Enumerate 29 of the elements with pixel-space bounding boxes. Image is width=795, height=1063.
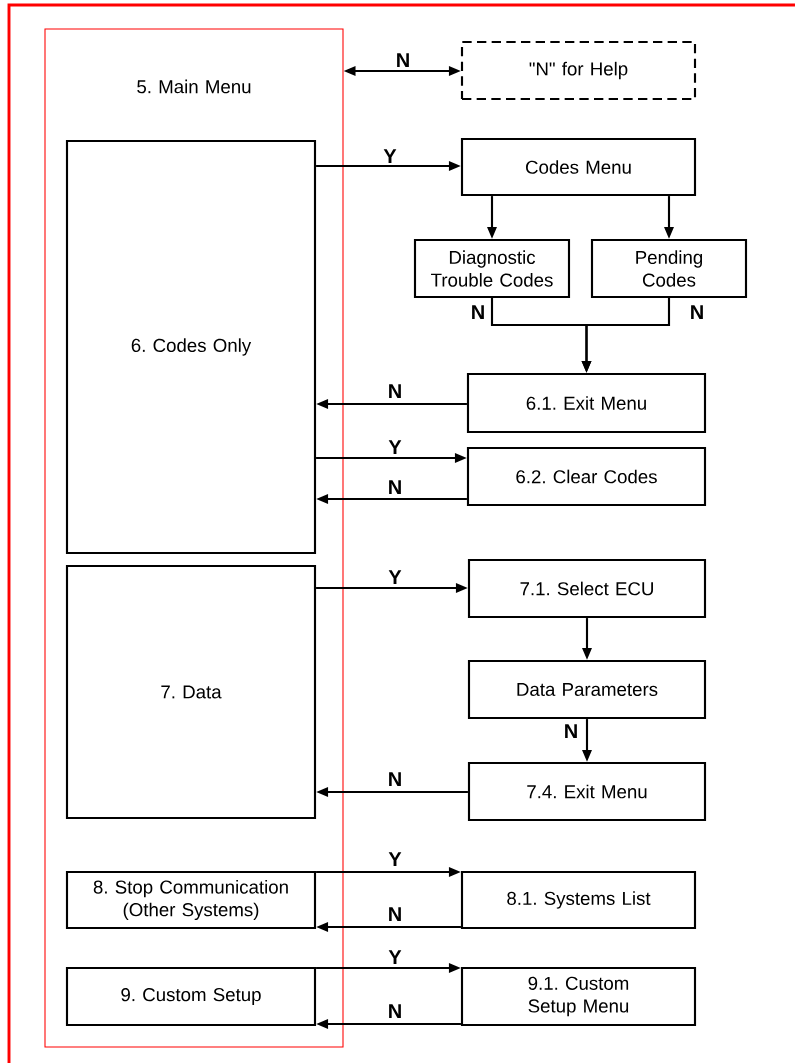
edge-label: N xyxy=(386,478,404,496)
process-box: Pending Codes xyxy=(590,238,748,299)
edge-label: N xyxy=(386,770,404,788)
edge-label: Y xyxy=(387,438,403,456)
process-box: 8.1. Systems List xyxy=(460,870,697,930)
edge-label: Y xyxy=(387,850,403,868)
edge-label: N xyxy=(688,303,706,321)
process-box: 6. Codes Only xyxy=(65,139,317,555)
process-box: 6.1. Exit Menu xyxy=(466,372,707,434)
edge-label: N xyxy=(394,51,412,69)
help-box: "N" for Help xyxy=(460,40,697,101)
process-box: 9. Custom Setup xyxy=(65,966,317,1027)
edge-label: Y xyxy=(387,948,403,966)
edge-label: N xyxy=(386,382,404,400)
edge-label: Y xyxy=(387,568,403,586)
process-box: 8. Stop Communication (Other Systems) xyxy=(65,870,317,930)
process-box: 7. Data xyxy=(65,564,317,820)
process-box: 7.4. Exit Menu xyxy=(467,761,707,822)
edge-label: N xyxy=(386,905,404,923)
edge-label: N xyxy=(562,722,580,740)
process-box: 7.1. Select ECU xyxy=(467,558,707,619)
process-box: 9.1. Custom Setup Menu xyxy=(460,966,697,1027)
edge-label: N xyxy=(469,303,487,321)
process-box: Diagnostic Trouble Codes xyxy=(413,238,571,299)
process-box: Data Parameters xyxy=(467,659,707,720)
process-box: 6.2. Clear Codes xyxy=(466,446,707,507)
process-box: Codes Menu xyxy=(460,137,697,197)
edge-label: Y xyxy=(382,147,398,165)
edge-label: N xyxy=(386,1002,404,1020)
